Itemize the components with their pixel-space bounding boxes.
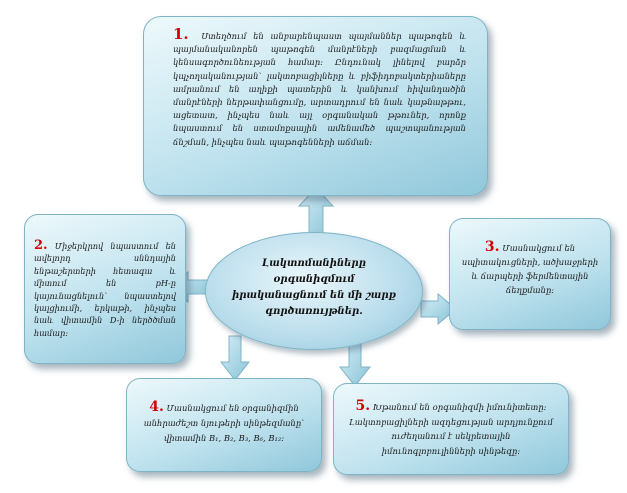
arrow-right-to-box3 xyxy=(420,292,457,326)
box-5-number: 5. xyxy=(355,398,371,414)
box-1-number: 1. xyxy=(173,25,189,43)
box-3-text: Մասնակցում են սպիտակուցների, ածխաջրերի և… xyxy=(461,243,599,295)
box-1-content: 1. Ստեղծում են անբարենպաստ պայմաններ պաթ… xyxy=(173,25,466,149)
center-oval xyxy=(205,232,423,350)
box-2-number: 2. xyxy=(34,238,48,253)
arrow-down-to-box4 xyxy=(219,335,251,381)
box-4-number: 4. xyxy=(149,399,164,415)
arrow-down-to-box5 xyxy=(338,339,372,387)
center-label: Լակտոմանիները օրգանիզմում իրականացնում ե… xyxy=(232,258,396,317)
box-3-number: 3. xyxy=(484,239,500,255)
box-5: 5. Խթանում են օրգանիզմի իմունիտետը: Լակտ… xyxy=(333,383,569,475)
box-3-content: 3. Մասնակցում են սպիտակուցների, ածխաջրեր… xyxy=(459,240,601,297)
box-2: 2. Միջերկրով նպաստում են ավելորդ սննդայի… xyxy=(24,214,186,364)
box-1: 1. Ստեղծում են անբարենպաստ պայմաններ պաթ… xyxy=(143,16,488,196)
box-3: 3. Մասնակցում են սպիտակուցների, ածխաջրեր… xyxy=(449,218,611,330)
box-5-text: Խթանում են օրգանիզմի իմունիտետը: Լակտոբա… xyxy=(348,402,553,456)
box-4-text: Մասնակցում են օրգանիզմին անհրաժեշտ նյութ… xyxy=(143,403,305,443)
box-1-text: Ստեղծում են անբարենպաստ պայմաններ պաթոգե… xyxy=(173,31,466,147)
box-2-text: Միջերկրով նպաստում են ավելորդ սննդային ե… xyxy=(34,241,176,338)
box-4: 4. Մասնակցում են օրգանիզմին անհրաժեշտ նյ… xyxy=(126,378,322,472)
box-2-content: 2. Միջերկրով նպաստում են ավելորդ սննդայի… xyxy=(34,238,176,339)
box-5-content: 5. Խթանում են օրգանիզմի իմունիտետը: Լակտ… xyxy=(345,399,557,458)
box-4-content: 4. Մասնակցում են օրգանիզմին անհրաժեշտ նյ… xyxy=(138,400,310,446)
